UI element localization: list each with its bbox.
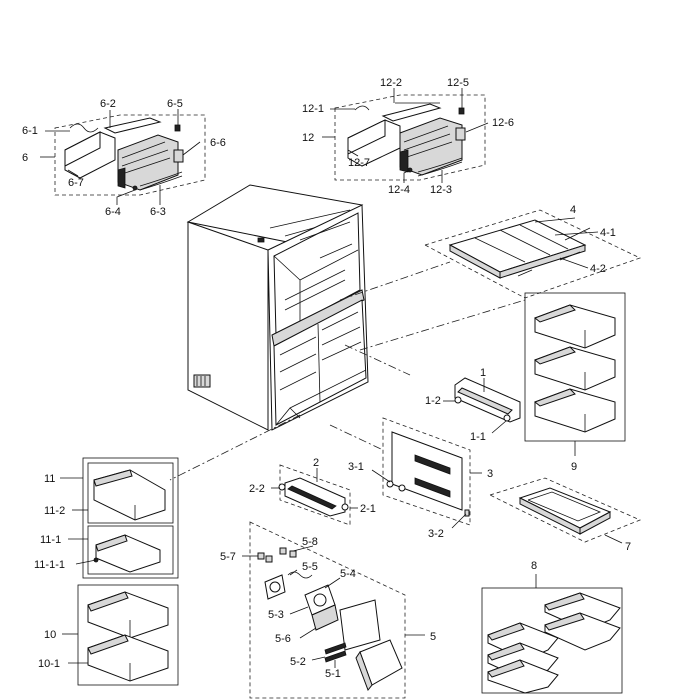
label-5-7: 5-7 xyxy=(220,551,236,563)
label-6-7: 6-7 xyxy=(68,177,84,189)
label-12-5: 12-5 xyxy=(447,77,469,89)
label-12: 12 xyxy=(302,132,314,144)
leader-5-5 xyxy=(289,569,298,576)
label-5-1: 5-1 xyxy=(325,668,341,680)
leader-5-4 xyxy=(324,577,341,589)
assembly-1-cover xyxy=(454,377,521,423)
label-11-1: 11-1 xyxy=(40,534,61,546)
assembly-10-drawers xyxy=(77,584,179,686)
leader-4-1 xyxy=(554,231,599,236)
connector-lines xyxy=(169,261,526,481)
label-6-5: 6-5 xyxy=(167,98,183,110)
label-5-8: 5-8 xyxy=(302,536,318,548)
assembly-12-leaders xyxy=(322,88,489,183)
label-5: 5 xyxy=(430,631,436,643)
assembly-3-panel xyxy=(382,417,471,526)
label-9: 9 xyxy=(571,461,577,473)
label-5-4: 5-4 xyxy=(340,568,356,580)
assembly-12-ice-maker xyxy=(334,94,486,181)
label-5-6: 5-6 xyxy=(275,633,291,645)
assembly-6-leaders xyxy=(40,109,201,205)
leader-3-1 xyxy=(371,469,391,483)
label-10: 10 xyxy=(44,629,56,641)
leader-1-1 xyxy=(491,420,507,434)
label-12-7: 12-7 xyxy=(348,157,370,169)
label-11-1-1: 11-1-1 xyxy=(34,559,65,571)
leader-11-1-1 xyxy=(75,559,97,565)
label-5-3: 5-3 xyxy=(268,609,284,621)
label-7: 7 xyxy=(625,541,631,553)
assembly-4-shelf xyxy=(423,209,642,299)
label-2-2: 2-2 xyxy=(249,483,265,495)
label-6-3: 6-3 xyxy=(150,206,166,218)
leader-7 xyxy=(604,534,623,544)
leader-3-2 xyxy=(451,513,467,529)
assembly-6-ice-maker xyxy=(54,114,206,196)
label-3: 3 xyxy=(487,468,493,480)
label-8: 8 xyxy=(531,560,537,572)
leader-5-3 xyxy=(289,606,309,615)
label-2: 2 xyxy=(313,457,319,469)
label-6-1: 6-1 xyxy=(22,125,38,137)
label-11-2: 11-2 xyxy=(44,505,65,517)
assembly-2-cover xyxy=(278,464,351,526)
label-12-3: 12-3 xyxy=(430,184,452,196)
label-6-2: 6-2 xyxy=(100,98,116,110)
label-12-4: 12-4 xyxy=(388,184,410,196)
label-1-1: 1-1 xyxy=(470,431,486,443)
label-10-1: 10-1 xyxy=(38,658,60,670)
label-6-6: 6-6 xyxy=(210,137,226,149)
label-2-1: 2-1 xyxy=(360,503,376,515)
label-3-2: 3-2 xyxy=(428,528,444,540)
label-3-1: 3-1 xyxy=(348,461,364,473)
label-11: 11 xyxy=(44,473,55,485)
label-4-2: 4-2 xyxy=(590,263,606,275)
label-5-2: 5-2 xyxy=(290,656,306,668)
label-1-2: 1-2 xyxy=(425,395,441,407)
label-5-5: 5-5 xyxy=(302,561,318,573)
leader-4-2 xyxy=(559,257,589,269)
label-1: 1 xyxy=(480,367,486,379)
assembly-11-drawers xyxy=(82,457,179,579)
refrigerator-cabinet xyxy=(186,184,369,431)
assembly-8-bins xyxy=(481,574,623,694)
assembly-9-door-bins xyxy=(524,292,626,456)
label-4: 4 xyxy=(570,204,576,216)
label-6-4: 6-4 xyxy=(105,206,121,218)
label-6: 6 xyxy=(22,152,28,164)
leader-5-8 xyxy=(292,545,314,552)
label-12-2: 12-2 xyxy=(380,77,402,89)
label-12-6: 12-6 xyxy=(492,117,514,129)
leader-5-6 xyxy=(299,627,317,639)
label-12-1: 12-1 xyxy=(302,103,324,115)
label-4-1: 4-1 xyxy=(600,227,616,239)
assembly-5-control xyxy=(249,521,406,699)
leader-5-2 xyxy=(311,656,326,661)
assembly-7-tray xyxy=(488,477,642,543)
